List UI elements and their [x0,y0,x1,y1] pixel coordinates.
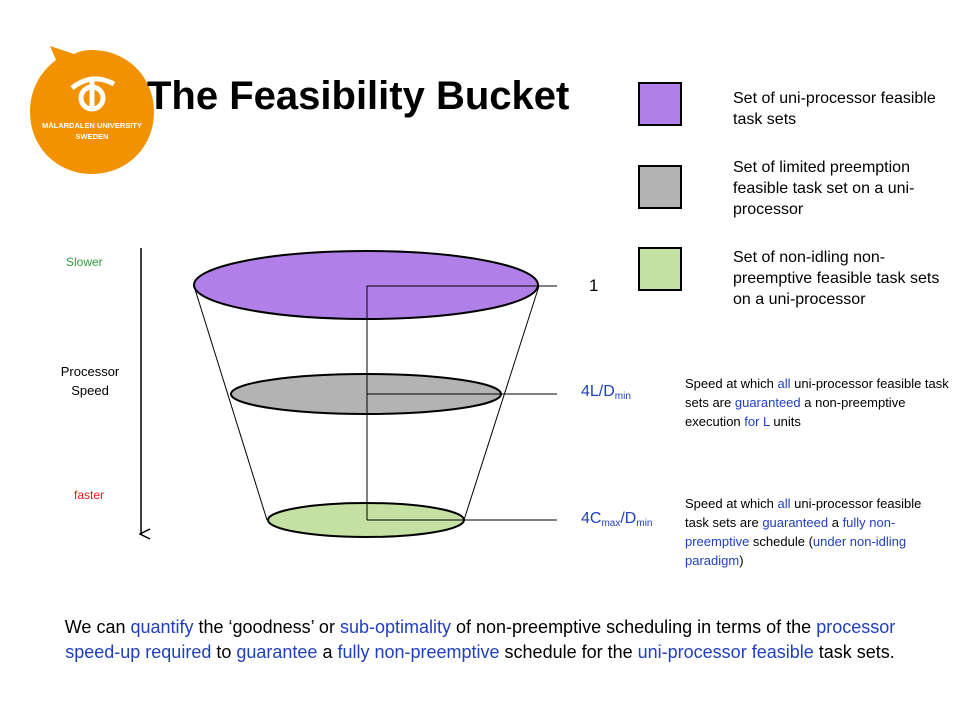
level-bottom-c-sub: max [601,518,621,529]
note-limited-preemption: Speed at which all uni-processor feasibl… [685,374,955,431]
footer-text-1: We can [64,617,131,637]
footer-highlight-5: fully non-preemptive [337,642,500,662]
note2-highlight-3: fully non-preemptive [685,515,896,549]
footer-highlight-3: processor speed-up required [65,617,896,662]
footer-text-2: the ‘goodness’ or [193,617,340,637]
feasibility-bucket-diagram [0,248,557,600]
note2-highlight-4: under non-idling paradigm [685,534,907,568]
axis-label-processor-speed: Processor Speed [50,362,130,400]
level-mid-sub: min [614,391,631,402]
legend-text-non-preemptive: Set of non-idling non-preemptive feasibl… [733,249,940,308]
note1-text-2: uni-processor feasible task sets are [685,376,949,410]
footer-highlight-6: uni-processor feasible [637,642,814,662]
footer-text-6: schedule for the [499,642,638,662]
level-bottom-d: /D [620,510,637,527]
note1-highlight-3: for L [744,414,770,429]
note2-text-2: uni-processor feasible task sets are [685,496,922,530]
note2-text-4: schedule ( [749,534,813,549]
axis-label-line1: Processor [60,364,120,379]
axis-label-faster: faster [74,488,105,502]
footer-text-4: to [211,642,237,662]
university-logo: MÄLARDALEN UNIVERSITY SWEDEN [22,42,162,182]
logo-emblem-icon [70,76,116,112]
footer-summary: We can quantify the ‘goodness’ or sub-op… [40,615,920,665]
level-mid-main: 4L/D [581,383,615,400]
footer-text-5: a [317,642,338,662]
footer-text-7: task sets. [813,642,895,662]
level-label-4cmax-dmin: 4Cmax/Dmin [581,510,652,529]
logo-text-line1: MÄLARDALEN UNIVERSITY [42,121,142,130]
note1-highlight-1: all [777,376,791,391]
axis-label-slower: Slower [66,255,103,269]
page-title: The Feasibility Bucket [147,74,570,118]
note1-text-1: Speed at which [685,376,778,391]
level-connector [366,285,557,520]
note1-highlight-2: guaranteed [734,395,801,410]
level-label-4l-dmin: 4L/Dmin [581,383,631,402]
footer-highlight-1: quantify [130,617,194,637]
footer-highlight-4: guarantee [236,642,318,662]
legend-text-uniprocessor: Set of uni-processor feasible task sets [733,90,936,128]
bucket-right-edge [463,285,540,521]
legend-swatch-gray [638,165,682,209]
logo-text-line2: SWEDEN [76,132,109,141]
axis-label-line2: Speed [71,383,109,398]
level-bottom-d-sub: min [636,518,653,529]
footer-highlight-2: sub-optimality [339,617,451,637]
legend-swatch-purple [638,82,682,126]
purple-ellipse [193,250,539,320]
level-bottom-c: 4C [581,510,602,527]
note1-text-3: a non-preemptive execution [685,395,906,429]
note1-text-4: units [769,414,801,429]
level-label-1: 1 [589,276,599,295]
note2-text-3: a [828,515,843,530]
note2-text-1: Speed at which [685,496,778,511]
bucket-left-edge [193,285,268,521]
legend-text-limited-preemption: Set of limited preemption feasible task … [733,159,915,218]
note-fully-non-preemptive: Speed at which all uni-processor feasibl… [685,494,945,570]
legend-swatch-green [638,247,682,291]
note2-highlight-2: guaranteed [762,515,829,530]
footer-text-3: of non-preemptive scheduling in terms of… [451,617,817,637]
note2-highlight-1: all [777,496,791,511]
note2-text-5: ) [739,553,744,568]
